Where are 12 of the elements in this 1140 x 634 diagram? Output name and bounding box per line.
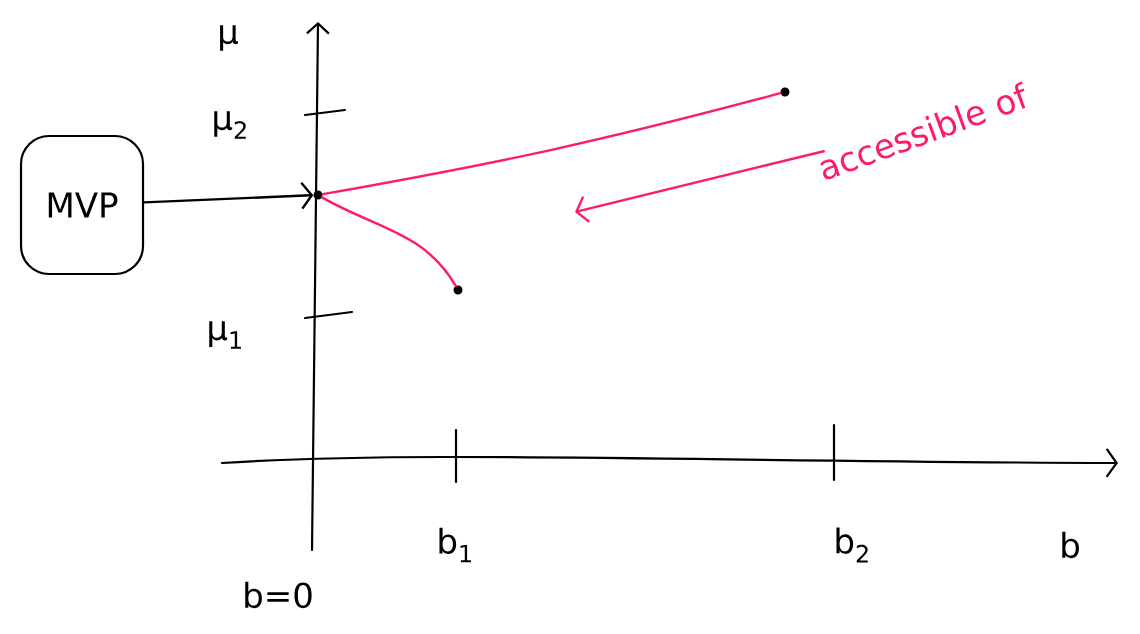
arrow (575, 150, 825, 223)
axis-label: b$_{2}$ (836, 527, 868, 563)
curve (320, 196, 457, 288)
axis-label: μ$_{2}$ (214, 111, 246, 139)
axis-label: μ (220, 25, 238, 51)
axis-label: b (1062, 531, 1079, 559)
axis-label: μ$_{1}$ (209, 321, 241, 349)
axis-label: b=0 (245, 581, 312, 609)
circled-label: MVP (19, 134, 145, 276)
axis-label: b$_{1}$ (439, 527, 471, 563)
arrow (142, 181, 314, 210)
curve (321, 92, 782, 196)
